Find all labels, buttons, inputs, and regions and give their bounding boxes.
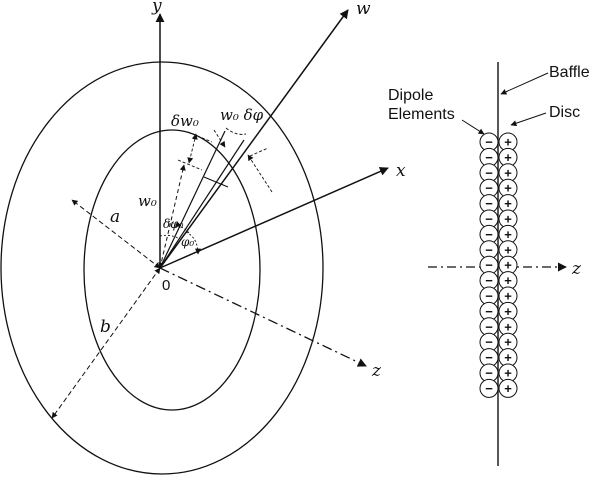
origin-angle-arc (159, 234, 179, 239)
x-axis (159, 167, 389, 269)
label-delta-phi0: δφ₀ (163, 217, 184, 231)
label-w0: w₀ (138, 192, 157, 210)
radius-b-arrow (51, 267, 161, 419)
label-z-right: z (571, 259, 582, 279)
z-axis-left (159, 267, 367, 367)
dipole-minus-sign: − (485, 319, 493, 334)
label-x: x (396, 161, 406, 181)
strip-outer-edge (203, 176, 229, 188)
delta-w0-ext-1 (177, 159, 203, 171)
label-dipole-line2: Elements (388, 106, 455, 123)
label-y: y (151, 0, 162, 16)
w0-delta-phi-arrow-r (247, 154, 273, 193)
label-w0-delta-phi: w₀ δφ (220, 106, 264, 124)
dipole-column: −−−−−−−−−−−−−−−−−+++++++++++++++++ (479, 132, 518, 398)
dipole-minus-sign: − (485, 212, 493, 227)
dipole-minus-sign: − (485, 335, 493, 350)
dipole-plus-sign: + (504, 335, 512, 350)
dipole-plus-sign: + (504, 319, 512, 334)
dipole-plus-sign: + (504, 181, 512, 196)
label-baffle: Baffle (549, 64, 590, 81)
label-phi0: φ₀ (181, 235, 194, 249)
dipole-minus-sign: − (485, 196, 493, 211)
w0-arrow (158, 164, 186, 269)
dipole-minus-sign: − (485, 304, 493, 319)
disc-leader (510, 112, 547, 127)
dipole-plus-sign: + (504, 135, 512, 150)
dipole-plus-sign: + (504, 366, 512, 381)
w-axis (159, 9, 349, 269)
dipole-right-circle (498, 378, 518, 398)
label-disc: Disc (549, 104, 580, 121)
dipole-left-circle (479, 378, 499, 398)
label-dipole-line1: Dipole (388, 87, 433, 104)
radius-a-arrow (71, 199, 161, 269)
dipole-plus-sign: + (504, 273, 512, 288)
label-a: a (110, 207, 120, 227)
dipole-plus-sign: + (504, 227, 512, 242)
phi0-arc (185, 231, 201, 255)
dipole-plus-sign: + (504, 258, 512, 273)
label-b: b (100, 317, 111, 337)
inner-ellipse (83, 129, 261, 411)
label-w: w (356, 0, 371, 19)
label-origin: 0 (162, 277, 170, 294)
outer-ellipse (0, 61, 324, 475)
dipole-plus-sign: + (504, 381, 512, 396)
dipole-minus-sign: − (485, 350, 493, 365)
baffle-leader (500, 72, 549, 95)
dipole-minus-sign: − (485, 289, 493, 304)
dipole-minus-sign: − (485, 181, 493, 196)
delta-w0-ext-2 (187, 131, 213, 143)
dipole-minus-sign: − (485, 366, 493, 381)
dipole-plus-sign: + (504, 196, 512, 211)
label-delta-w0: δw₀ (171, 112, 199, 130)
dipole-plus-sign: + (504, 212, 512, 227)
dipole-minus-sign: − (485, 165, 493, 180)
dipole-plus-sign: + (504, 150, 512, 165)
dipole-plus-sign: + (504, 289, 512, 304)
dipole-minus-sign: − (485, 150, 493, 165)
dipole-minus-sign: − (485, 135, 493, 150)
dipole-leader (461, 119, 485, 135)
dipole-minus-sign: − (485, 242, 493, 257)
dipole-plus-sign: + (504, 304, 512, 319)
w0-delta-phi-ext (249, 147, 269, 157)
label-z-left: z (371, 361, 382, 381)
dipole-plus-sign: + (504, 165, 512, 180)
dipole-minus-sign: − (485, 381, 493, 396)
delta-phi0-arc (180, 226, 190, 234)
dipole-minus-sign: − (485, 258, 493, 273)
dipole-minus-sign: − (485, 273, 493, 288)
dipole-plus-sign: + (504, 350, 512, 365)
dipole-minus-sign: − (485, 227, 493, 242)
dipole-plus-sign: + (504, 242, 512, 257)
w0-delta-phi-arc (225, 127, 247, 135)
delta-w0-arrow (187, 133, 198, 164)
w0-delta-phi-arrow-l (213, 129, 226, 148)
